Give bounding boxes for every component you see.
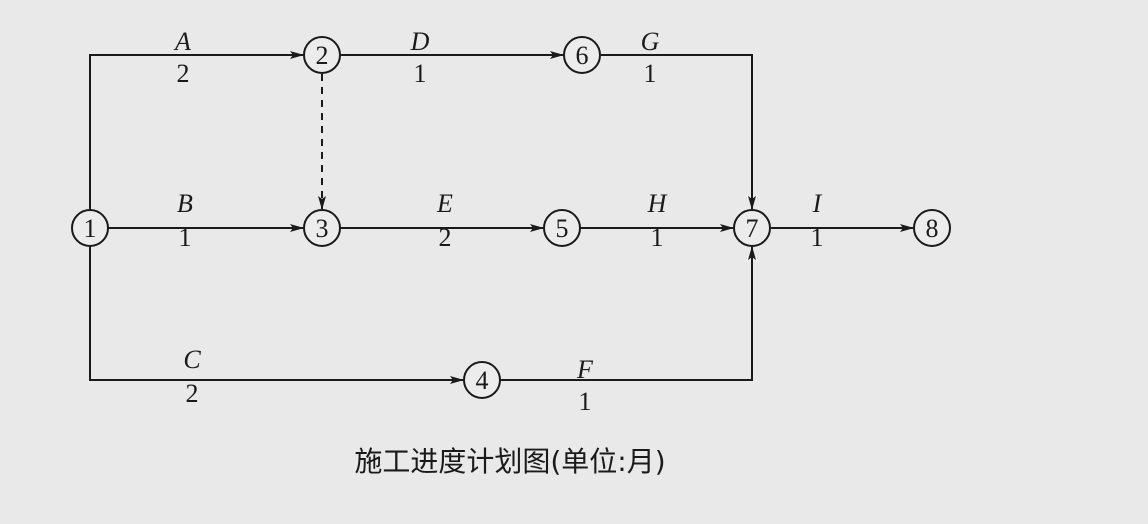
node-7: 7 <box>733 209 771 247</box>
node-circle <box>303 36 341 74</box>
node-5: 5 <box>543 209 581 247</box>
activity-duration-H: 1 <box>651 223 664 252</box>
node-number: 1 <box>84 214 97 243</box>
node-2: 2 <box>303 36 341 74</box>
activity-name-A: A <box>173 27 191 56</box>
activity-duration-C: 2 <box>186 379 199 408</box>
node-number: 4 <box>476 366 489 395</box>
activity-name-H: H <box>647 189 668 218</box>
activity-duration-E: 2 <box>439 223 452 252</box>
activity-duration-I: 1 <box>811 223 824 252</box>
activity-duration-G: 1 <box>644 59 657 88</box>
activity-name-E: E <box>436 189 453 218</box>
node-number: 7 <box>746 214 759 243</box>
node-4: 4 <box>463 361 501 399</box>
edge-A <box>89 51 304 210</box>
node-3: 3 <box>303 209 341 247</box>
node-number: 6 <box>576 41 589 70</box>
node-circle <box>543 209 581 247</box>
node-circle <box>733 209 771 247</box>
node-number: 3 <box>316 214 329 243</box>
node-8: 8 <box>913 209 951 247</box>
activity-duration-F: 1 <box>579 387 592 416</box>
activity-duration-B: 1 <box>179 223 192 252</box>
node-6: 6 <box>563 36 601 74</box>
activity-duration-D: 1 <box>414 59 427 88</box>
node-number: 2 <box>316 41 329 70</box>
activity-name-I: I <box>812 189 823 218</box>
edge-F <box>501 246 756 381</box>
node-circle <box>71 209 109 247</box>
node-1: 1 <box>71 209 109 247</box>
activity-name-C: C <box>183 345 201 374</box>
activity-name-F: F <box>576 355 594 384</box>
activity-duration-A: 2 <box>177 59 190 88</box>
diagram-caption: 施工进度计划图(单位:月) <box>354 445 666 478</box>
node-circle <box>563 36 601 74</box>
activity-name-B: B <box>177 189 193 218</box>
node-circle <box>303 209 341 247</box>
node-number: 8 <box>926 214 939 243</box>
node-circle <box>463 361 501 399</box>
edge-G <box>601 54 756 210</box>
node-number: 5 <box>556 214 569 243</box>
node-circle <box>913 209 951 247</box>
activity-name-D: D <box>410 27 430 56</box>
edge-C <box>89 246 464 384</box>
activity-name-G: G <box>641 27 660 56</box>
